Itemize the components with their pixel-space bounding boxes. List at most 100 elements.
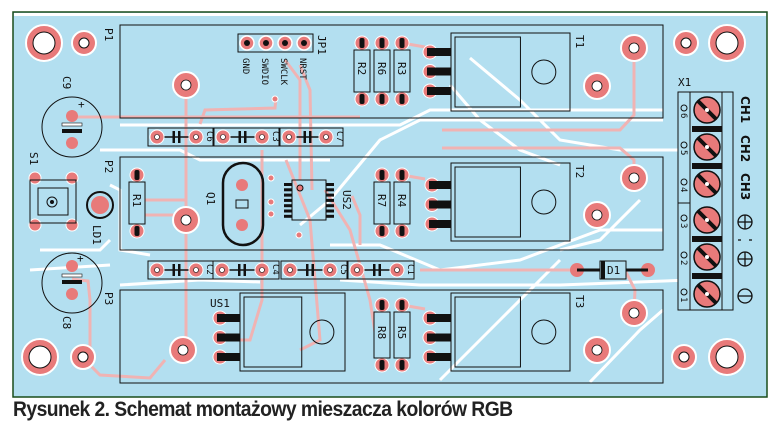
label-jp1: JP1 [315,35,328,55]
lead [399,94,405,104]
label-c8: C8 [60,316,73,329]
resistor-r6: R6 [373,35,391,107]
lead [379,360,385,370]
cap-outline [347,260,415,280]
hole [259,267,265,273]
ic-us2: US2 [267,95,353,239]
capacitor-c3: C3 [213,127,280,147]
cap-outline [280,260,348,280]
label-t3: T3 [573,295,586,308]
mount-hole [531,319,557,345]
resistor-r2: R2 [353,35,371,107]
lead [429,200,451,209]
lead [217,314,240,322]
lead [427,353,451,361]
label-nrst: NRST [297,58,307,80]
ic-pin [284,198,292,202]
mount-hole [309,319,335,345]
ic-pin [326,214,334,218]
lead [399,360,405,370]
screw-center [705,255,709,259]
cap-outline [212,260,280,280]
label-p3: P3 [102,292,115,305]
mounting-holes [21,24,746,376]
lead [134,226,140,236]
lead [399,300,405,310]
separator [692,236,722,242]
capacitor-c9: + C9 [41,76,103,158]
label-x1: X1 [678,76,691,89]
diode-d1: D1 [570,260,655,280]
lead [429,181,451,189]
lead [399,170,405,180]
cap-plate [373,264,376,276]
hole [286,134,292,140]
lead [359,38,365,48]
cap-plate [303,131,306,143]
resistor-body [393,49,411,93]
plus-mark: + [78,98,85,111]
separator [692,126,722,132]
label-r2: R2 [355,62,368,75]
lead [379,170,385,180]
pin-mark [680,141,688,149]
package-outline [239,292,346,372]
cap-plate [243,264,246,276]
label-r7: R7 [375,194,388,207]
screw-center [705,145,709,149]
hole [323,134,329,140]
label-ch3: CH3 [738,173,752,200]
label-r6: R6 [375,62,388,75]
pin-number: 6 [678,113,688,118]
cap-plate [238,131,241,143]
label-r3: R3 [395,62,408,75]
tab-outline [454,166,521,238]
lead [217,353,240,361]
ic-pin [326,198,334,202]
label-swclk: SWCLK [278,58,288,86]
capacitor-c8: + C8 [41,252,103,329]
lead [427,48,451,56]
label-r5: R5 [395,326,408,339]
hole [154,267,160,273]
label-c6: C6 [204,131,214,142]
hole [193,267,199,273]
hole [354,267,360,273]
lead [359,94,365,104]
pin-number: 1 [678,297,688,302]
mount-hole [531,189,557,215]
resistor-body [373,181,391,225]
lead [379,226,385,236]
label-r1: R1 [130,194,143,207]
pin-mark [680,214,688,222]
capacitor-c7: C7 [279,127,344,147]
label-r4: R4 [395,194,408,208]
pin-number: 5 [678,150,688,155]
resistor-body [128,181,146,225]
label-ch1: CH1 [738,96,752,123]
screw-center [705,218,709,222]
label-t1: T1 [573,35,586,48]
switch-s1: S1 [27,152,79,232]
resistor-body [373,49,391,93]
lead [429,220,451,228]
capacitor-c1: C1 [347,260,415,280]
ic-pin [284,214,292,218]
resistor-body [373,311,391,359]
resistor-r1: R1 [128,167,146,239]
hole [154,134,160,140]
resistor-r7: R7 [373,167,391,239]
package-outline [450,292,571,372]
capacitor-c2: C2 [147,260,214,280]
module-p3 [119,289,664,384]
label-c4: C4 [270,264,280,275]
capacitor-c6: C6 [147,127,214,147]
separator [692,273,722,279]
hole [193,134,199,140]
resistor-r8: R8 [373,297,391,373]
hole [219,267,225,273]
ic-pin [284,183,292,186]
